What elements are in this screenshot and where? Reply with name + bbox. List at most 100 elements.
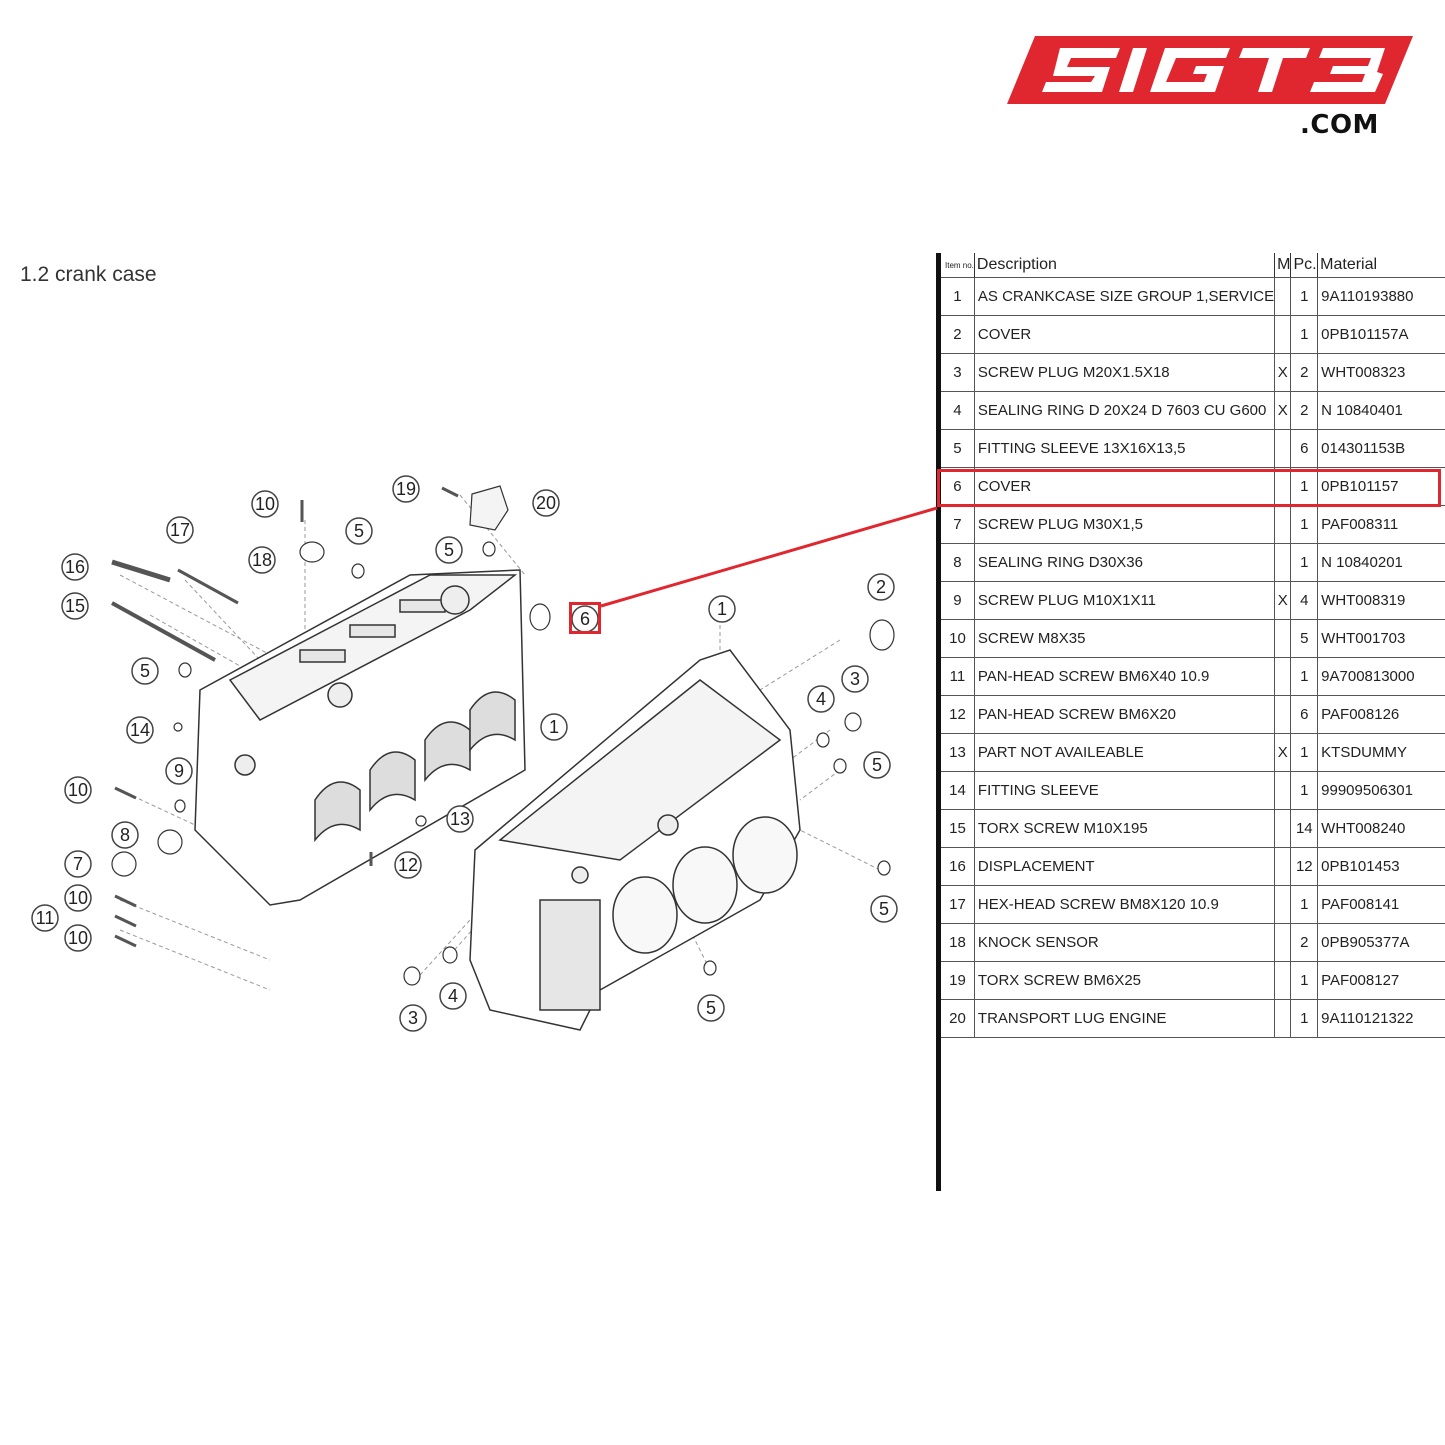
callout-5: 5 [697, 994, 725, 1022]
header-pc: Pc. [1290, 253, 1318, 278]
cell-pc-count: 6 [1290, 429, 1318, 468]
callout-label: 10 [68, 928, 88, 948]
cell-pc-count: 1 [1290, 277, 1318, 316]
cell-item-no: 15 [941, 809, 975, 848]
table-header-row: Item no. Description M Pc. Material [941, 253, 1445, 278]
callout-label: 3 [408, 1008, 418, 1028]
callout-label: 2 [876, 577, 886, 597]
cell-material-number: N 10840401 [1317, 391, 1445, 430]
cell-m-flag [1274, 885, 1291, 924]
cell-pc-count: 12 [1290, 847, 1318, 886]
section-title: 1.2 crank case [20, 263, 157, 286]
cell-description: FITTING SLEEVE 13X16X13,5 [973, 429, 1275, 468]
cell-material-number: WHT008319 [1317, 581, 1445, 620]
cell-description: AS CRANKCASE SIZE GROUP 1,SERVICE [973, 277, 1275, 316]
callout-5: 5 [131, 657, 159, 685]
cell-m-flag [1274, 277, 1291, 316]
callout-label: 18 [252, 550, 272, 570]
cell-m-flag [1274, 847, 1291, 886]
cell-m-flag: X [1274, 581, 1291, 620]
callout-6-highlight [569, 602, 601, 634]
header-description: Description [973, 253, 1275, 278]
cell-item-no: 2 [941, 315, 975, 354]
callout-15: 15 [61, 592, 89, 620]
cell-item-no: 7 [941, 505, 975, 544]
cell-m-flag [1274, 771, 1291, 810]
cell-item-no: 20 [941, 999, 975, 1038]
cell-description: DISPLACEMENT [973, 847, 1275, 886]
cell-material-number: N 10840201 [1317, 543, 1445, 582]
callout-13: 13 [446, 805, 474, 833]
callout-label: 6 [580, 609, 590, 629]
callout-5: 5 [345, 517, 373, 545]
cell-item-no: 13 [941, 733, 975, 772]
cell-pc-count: 2 [1290, 391, 1318, 430]
cell-m-flag [1274, 315, 1291, 354]
callout-label: 20 [536, 493, 556, 513]
cell-description: SCREW M8X35 [973, 619, 1275, 658]
cell-description: SCREW PLUG M30X1,5 [973, 505, 1275, 544]
callout-label: 10 [68, 780, 88, 800]
callout-label: 9 [174, 761, 184, 781]
callout-1: 1 [540, 713, 568, 741]
callout-label: 5 [879, 899, 889, 919]
callout-5: 5 [863, 751, 891, 779]
cell-item-no: 19 [941, 961, 975, 1000]
cell-pc-count: 1 [1290, 505, 1318, 544]
callout-5: 5 [435, 536, 463, 564]
cell-pc-count: 1 [1290, 733, 1318, 772]
callout-5: 5 [870, 895, 898, 923]
callout-label: 5 [444, 540, 454, 560]
cell-item-no: 9 [941, 581, 975, 620]
callout-12: 12 [394, 851, 422, 879]
parts-table-panel: Item no. Description M Pc. Material 1 AS … [936, 253, 1445, 1191]
cell-item-no: 8 [941, 543, 975, 582]
callout-label: 1 [717, 599, 727, 619]
callout-label: 5 [140, 661, 150, 681]
cell-m-flag [1274, 695, 1291, 734]
cell-pc-count: 14 [1290, 809, 1318, 848]
cell-material-number: WHT008323 [1317, 353, 1445, 392]
cell-pc-count: 2 [1290, 923, 1318, 962]
cell-material-number: PAF008127 [1317, 961, 1445, 1000]
callout-10: 10 [64, 776, 92, 804]
cell-m-flag [1274, 923, 1291, 962]
callout-16: 16 [61, 553, 89, 581]
cell-description: SCREW PLUG M10X1X11 [973, 581, 1275, 620]
callout-label: 4 [816, 689, 826, 709]
callout-label: 3 [850, 669, 860, 689]
cell-item-no: 14 [941, 771, 975, 810]
callout-10: 10 [251, 490, 279, 518]
cell-description: TORX SCREW M10X195 [973, 809, 1275, 848]
cell-material-number: 9A110121322 [1317, 999, 1445, 1038]
cell-description: PAN-HEAD SCREW BM6X20 [973, 695, 1275, 734]
cell-item-no: 17 [941, 885, 975, 924]
cell-material-number: 9A110193880 [1317, 277, 1445, 316]
crankcase-exploded-diagram: 1123344555555678910101010111213141516171… [31, 475, 898, 1032]
cell-item-no: 16 [941, 847, 975, 886]
cell-item-no: 12 [941, 695, 975, 734]
callout-8: 8 [111, 821, 139, 849]
callout-label: 11 [36, 908, 55, 928]
cell-pc-count: 6 [1290, 695, 1318, 734]
cell-pc-count: 2 [1290, 353, 1318, 392]
cell-material-number: KTSDUMMY [1317, 733, 1445, 772]
callout-19: 19 [392, 475, 420, 503]
callout-10: 10 [64, 924, 92, 952]
callout-label: 17 [170, 520, 190, 540]
cell-pc-count: 1 [1290, 771, 1318, 810]
callout-label: 19 [396, 479, 416, 499]
cell-m-flag [1274, 429, 1291, 468]
cell-pc-count: 1 [1290, 543, 1318, 582]
cell-item-no: 11 [941, 657, 975, 696]
